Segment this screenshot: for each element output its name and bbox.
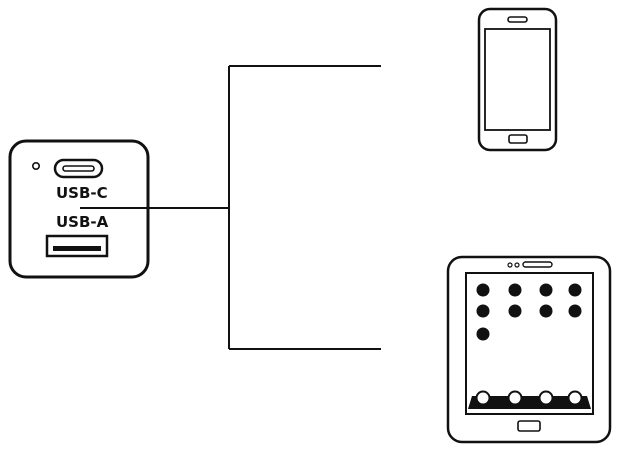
dock-app-icon (538, 390, 554, 406)
tablet-app-grid (476, 283, 582, 341)
app-icon (539, 304, 553, 318)
tablet-home-button (517, 420, 541, 432)
app-icon (508, 304, 522, 318)
dock-app-icon (507, 390, 523, 406)
app-icon (476, 283, 490, 297)
tablet-speaker (522, 261, 553, 268)
charger-led-indicator (31, 162, 40, 171)
phone-screen (484, 28, 551, 131)
usb-c-label: USB-C (56, 184, 108, 202)
tablet-screen (465, 272, 594, 415)
app-icon (476, 304, 490, 318)
app-icon (568, 304, 582, 318)
tablet-camera-dot (507, 262, 513, 268)
usb-c-port (53, 158, 104, 179)
dock-app-icon (475, 390, 491, 406)
phone-body (477, 7, 558, 152)
phone-speaker (507, 16, 528, 23)
connection-lines (80, 65, 381, 350)
app-icon (568, 283, 582, 297)
phone-home-button (508, 134, 528, 144)
tablet-sensor-dot (514, 262, 520, 268)
app-icon (476, 327, 490, 341)
app-icon (539, 283, 553, 297)
usb-a-label: USB-A (56, 213, 109, 231)
tablet-icon (446, 255, 612, 444)
dock-app-icon (567, 390, 583, 406)
dock-bar (468, 396, 591, 409)
smartphone-icon (477, 7, 558, 152)
usb-c-port-inner (62, 165, 95, 172)
usb-a-port (45, 234, 109, 258)
tablet-dock (468, 390, 591, 409)
app-icon (508, 283, 522, 297)
usb-a-port-tongue (53, 246, 101, 251)
